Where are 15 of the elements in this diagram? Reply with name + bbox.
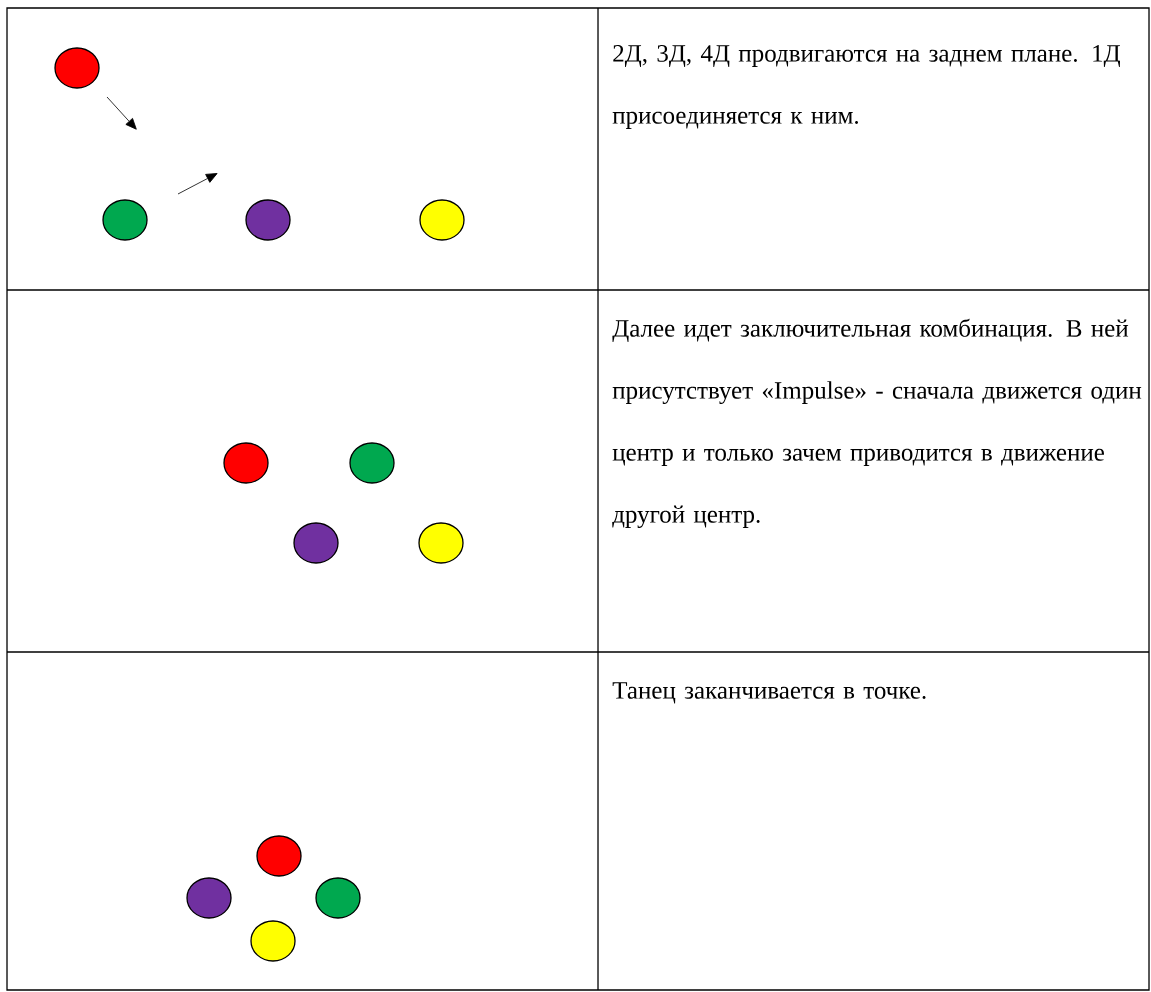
dancer-circle — [419, 199, 465, 241]
dancer-circle — [256, 835, 302, 877]
dancer-circle — [293, 522, 339, 564]
dancer-circle — [315, 877, 361, 919]
dancer-circle — [102, 199, 148, 241]
dancer-circle — [186, 877, 232, 919]
cell-text: 2Д, 3Д, 4Д продвигаются на заднем плане. 1Д присоединяется к ним. — [612, 45, 1120, 129]
dancer-circle — [245, 199, 291, 241]
dancer-circle — [250, 920, 296, 962]
dancer-circle — [54, 47, 100, 89]
dancer-circle — [418, 522, 464, 564]
cell-text: Танец заканчивается в точке. — [612, 682, 926, 704]
dancer-circle — [349, 442, 395, 484]
cell-text: Далее идет заключительная комбинация. В ней присутствует «Impulse» - сначала движется один центр и только зачем приводится в движение другой центр. — [612, 318, 1142, 528]
dancer-circle — [223, 442, 269, 484]
